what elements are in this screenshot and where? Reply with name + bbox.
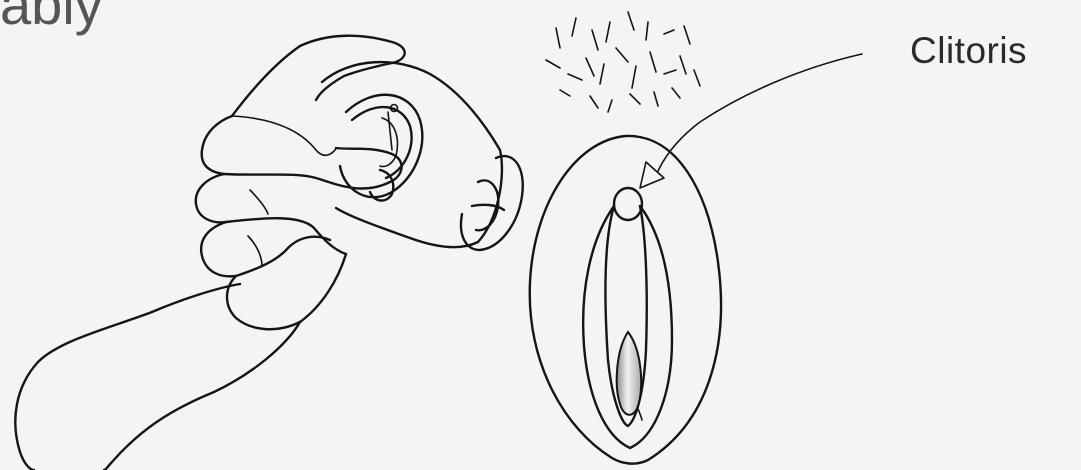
vulva-diagram-icon [530, 12, 721, 464]
inner-shading-icon [617, 332, 641, 415]
hair-strokes-icon [546, 12, 700, 112]
hand-outline-icon [15, 36, 404, 470]
hand-holding-toy-icon [15, 36, 522, 470]
callout-arrow-icon [640, 54, 862, 188]
toy-body-icon [322, 62, 523, 250]
